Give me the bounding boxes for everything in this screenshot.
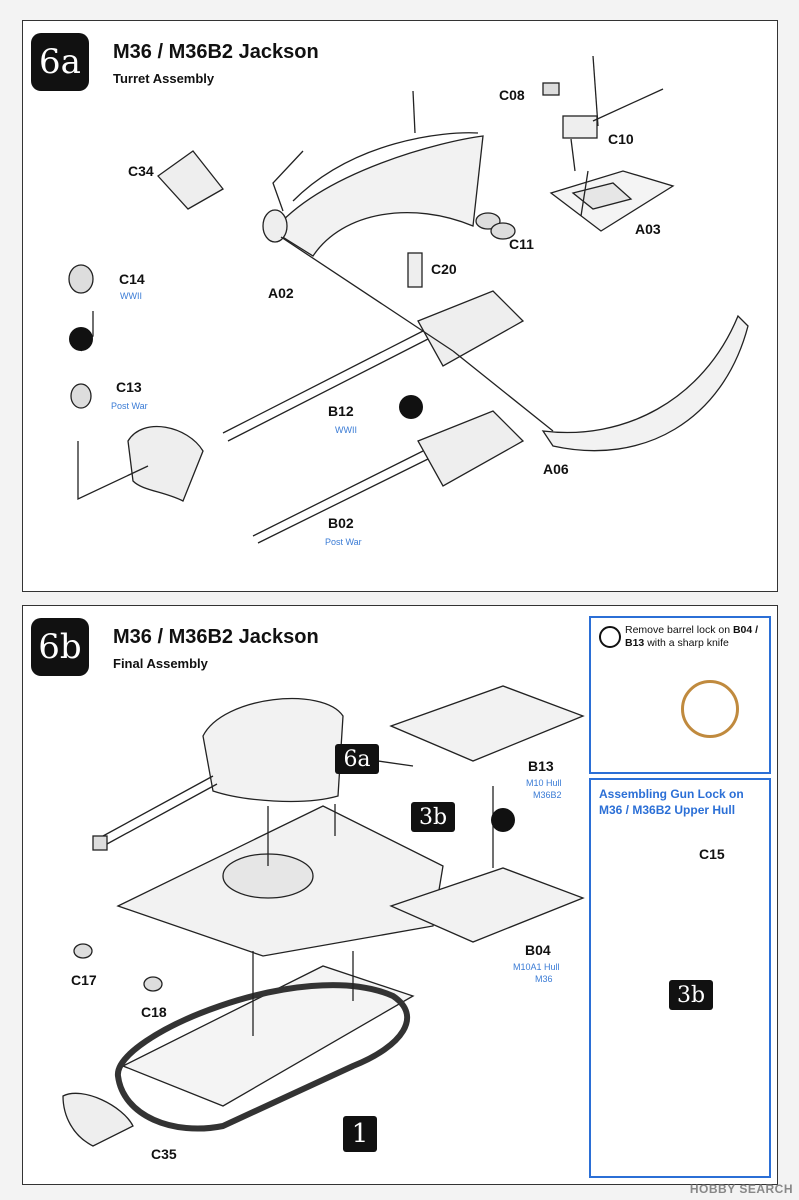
tip-text-bold: B04 / B13 — [625, 624, 759, 649]
note-c13-variant: Post War — [111, 401, 148, 411]
step-reference-3b-inset: 3b — [669, 980, 713, 1010]
inset-title-line2: M36 / M36B2 Upper Hull — [599, 803, 736, 817]
alternative-icon — [491, 808, 515, 832]
step-title-6a: M36 / M36B2 Jackson — [113, 41, 319, 63]
part-a06: A06 — [543, 461, 569, 477]
part-c14: C14 — [119, 271, 145, 287]
part-c20: C20 — [431, 261, 457, 277]
alternative-icon — [399, 395, 423, 419]
step-subtitle-6a: Turret Assembly — [113, 71, 215, 86]
barrel-lock-highlight — [681, 680, 739, 738]
note-b04-line2: M36 — [535, 974, 553, 984]
tip-text-pre: Remove barrel lock on — [625, 624, 731, 636]
step-6a-panel: 6a M36 / M36B2 Jackson Turret Assembly — [22, 20, 778, 592]
part-b02: B02 — [328, 515, 354, 531]
part-c15: C15 — [699, 846, 725, 862]
inset-title-line1: Assembling Gun Lock on — [599, 787, 744, 801]
step-reference-1: 1 — [343, 1116, 377, 1152]
part-c17: C17 — [71, 972, 97, 988]
gun-lock-inset: Assembling Gun Lock on M36 / M36B2 Upper… — [589, 778, 771, 1178]
step-title-6b: M36 / M36B2 Jackson — [113, 626, 319, 648]
final-assembly-drawing — [62, 685, 585, 1147]
watermark: HOBBY SEARCH — [689, 1182, 793, 1196]
part-c35: C35 — [151, 1146, 177, 1162]
step-reference-3b: 3b — [411, 802, 455, 832]
note-b13-line2: M36B2 — [533, 790, 562, 800]
part-c34: C34 — [128, 163, 154, 179]
part-c10: C10 — [608, 131, 634, 147]
step-6b-panel: 6b M36 / M36B2 Jackson Final Assembly — [22, 605, 778, 1185]
tip-text-post: with a sharp knife — [647, 637, 729, 649]
knife-icon — [599, 626, 621, 648]
turret-assembly-drawing — [68, 55, 749, 544]
barrel-lock-tip-inset: Remove barrel lock on B04 / B13 with a s… — [589, 616, 771, 774]
note-b13-line1: M10 Hull — [526, 778, 562, 788]
part-b12: B12 — [328, 403, 354, 419]
note-c14-variant: WWII — [120, 291, 142, 301]
note-b04-line1: M10A1 Hull — [513, 962, 560, 972]
part-b13: B13 — [528, 758, 554, 774]
part-a02: A02 — [268, 285, 294, 301]
part-c08: C08 — [499, 87, 525, 103]
part-c13: C13 — [116, 379, 142, 395]
step-badge-6a: 6a — [31, 33, 89, 91]
part-c18: C18 — [141, 1004, 167, 1020]
alternative-icon — [69, 327, 93, 351]
note-b02-variant: Post War — [325, 537, 362, 547]
tip-text: Remove barrel lock on B04 / B13 with a s… — [625, 624, 767, 650]
part-c11: C11 — [509, 236, 534, 252]
part-a03: A03 — [635, 221, 661, 237]
note-b12-variant: WWII — [335, 425, 357, 435]
step-badge-6b: 6b — [31, 618, 89, 676]
step-subtitle-6b: Final Assembly — [113, 656, 208, 671]
step-reference-6a: 6a — [335, 744, 379, 774]
part-b04: B04 — [525, 942, 551, 958]
